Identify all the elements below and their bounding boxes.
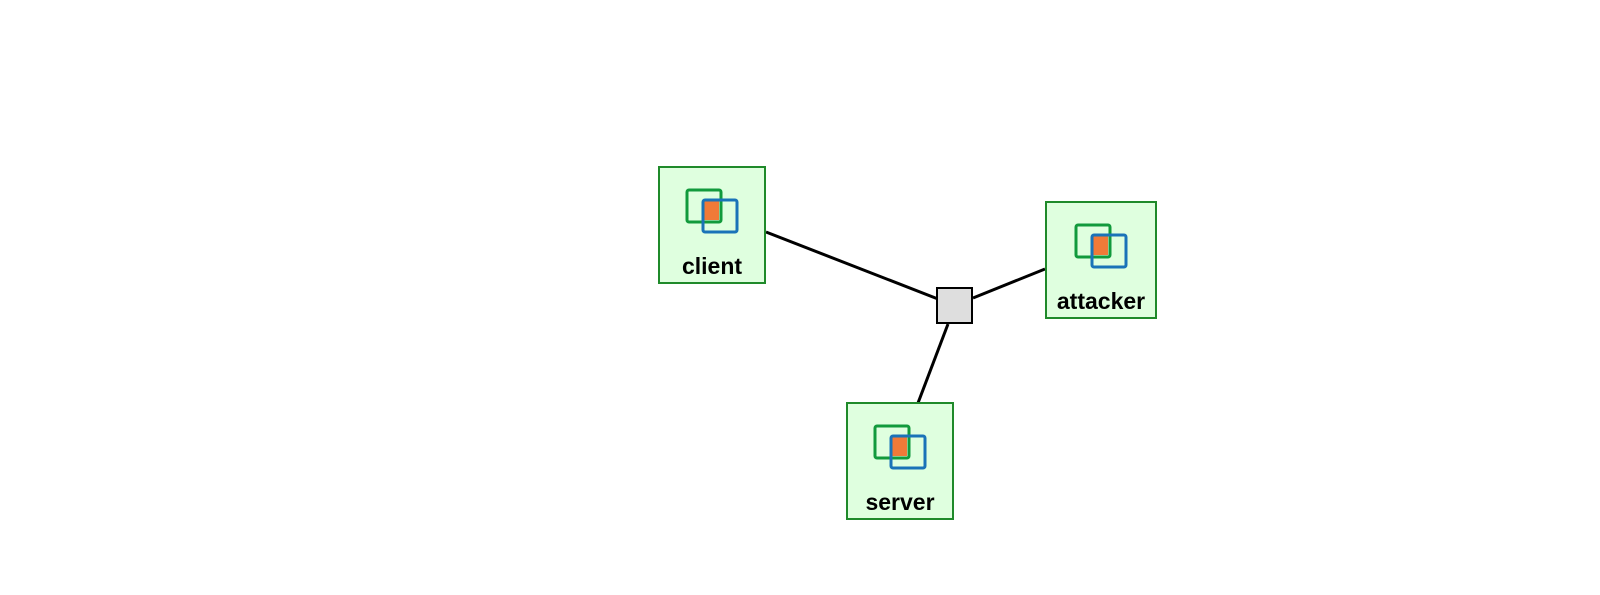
node-attacker[interactable]: attacker <box>1045 201 1157 319</box>
node-label-client: client <box>681 253 743 279</box>
node-label-server: server <box>865 489 935 515</box>
node-client[interactable]: client <box>658 166 766 284</box>
virtual-machine-icon <box>1074 223 1128 269</box>
link-server-switch[interactable] <box>916 323 950 404</box>
node-label-attacker: attacker <box>1056 288 1146 314</box>
link-attacker-switch[interactable] <box>972 267 1046 300</box>
network-switch-icon[interactable] <box>936 287 973 324</box>
virtual-machine-icon <box>685 188 739 234</box>
node-server[interactable]: server <box>846 402 954 520</box>
virtual-machine-icon <box>873 424 927 470</box>
link-client-switch[interactable] <box>765 230 939 301</box>
